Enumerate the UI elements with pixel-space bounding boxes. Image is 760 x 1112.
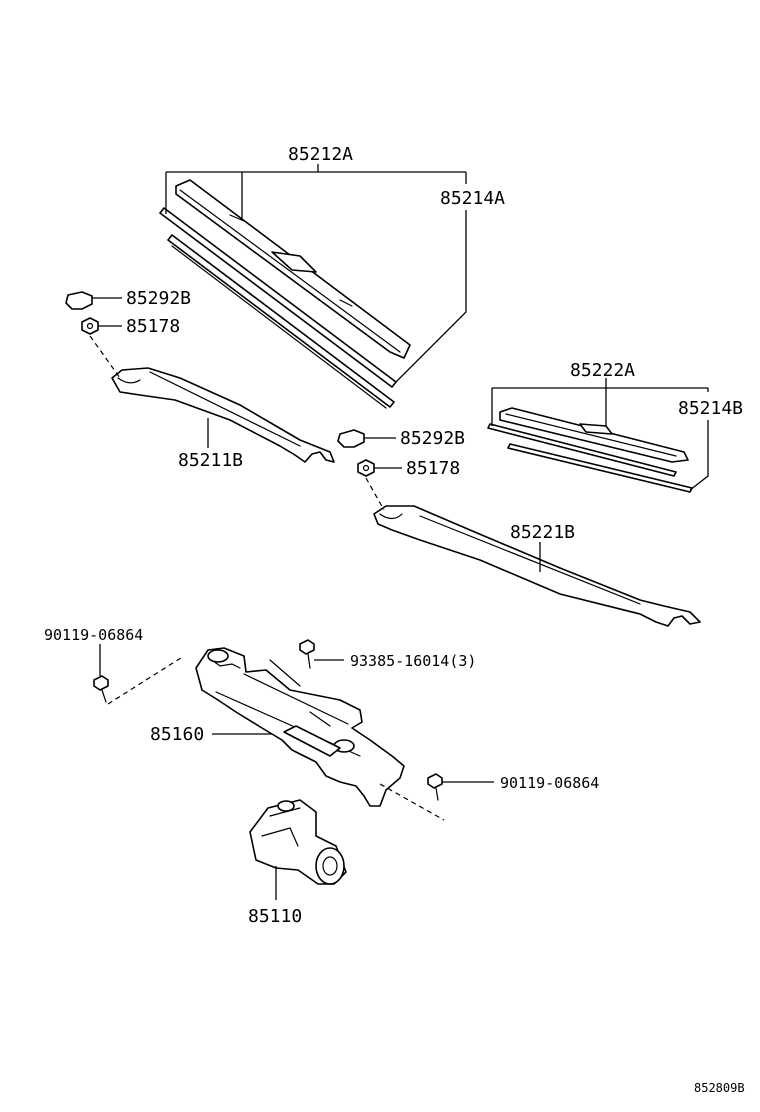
wiper-link-85160[interactable]: [195, 647, 405, 807]
figure-code: 852809B: [694, 1081, 745, 1095]
arm-cap-85292B-lower[interactable]: [337, 429, 365, 448]
part-labels: 85212A 85214A 85292B 85178 85211B 85222A…: [44, 144, 745, 1095]
wiper-arm-85211B[interactable]: [111, 367, 335, 463]
label-85110: 85110: [248, 906, 302, 927]
label-85214A: 85214A: [440, 188, 505, 209]
label-85212A: 85212A: [288, 144, 353, 165]
label-85211B: 85211B: [178, 450, 243, 471]
nut-85178-upper[interactable]: [81, 317, 99, 335]
label-90119-06864-left: 90119-06864: [44, 626, 143, 644]
bolt-93385-16014[interactable]: [299, 639, 315, 669]
wiper-blade-85222A[interactable]: [499, 407, 689, 463]
label-85214B: 85214B: [678, 398, 743, 419]
label-90119-06864-right: 90119-06864: [500, 774, 599, 792]
wiper-arm-85221B[interactable]: [373, 505, 701, 627]
wiper-blade-85212A[interactable]: [175, 179, 411, 359]
label-85160: 85160: [150, 724, 204, 745]
wiper-motor-85110[interactable]: [249, 799, 347, 885]
arm-cap-85292B-upper[interactable]: [65, 291, 93, 310]
wiper-rubber-85214B[interactable]: [487, 423, 693, 493]
nut-85178-lower[interactable]: [357, 459, 375, 477]
bolt-90119-06864-left[interactable]: [93, 675, 109, 703]
label-85178-lower: 85178: [406, 458, 460, 479]
label-85222A: 85222A: [570, 360, 635, 381]
label-85178-upper: 85178: [126, 316, 180, 337]
bolt-90119-06864-right[interactable]: [427, 773, 443, 801]
label-85292B-lower: 85292B: [400, 428, 465, 449]
label-85292B-upper: 85292B: [126, 288, 191, 309]
leader-lines: [92, 164, 709, 900]
label-85221B: 85221B: [510, 522, 575, 543]
label-93385-16014: 93385-16014(3): [350, 652, 476, 670]
